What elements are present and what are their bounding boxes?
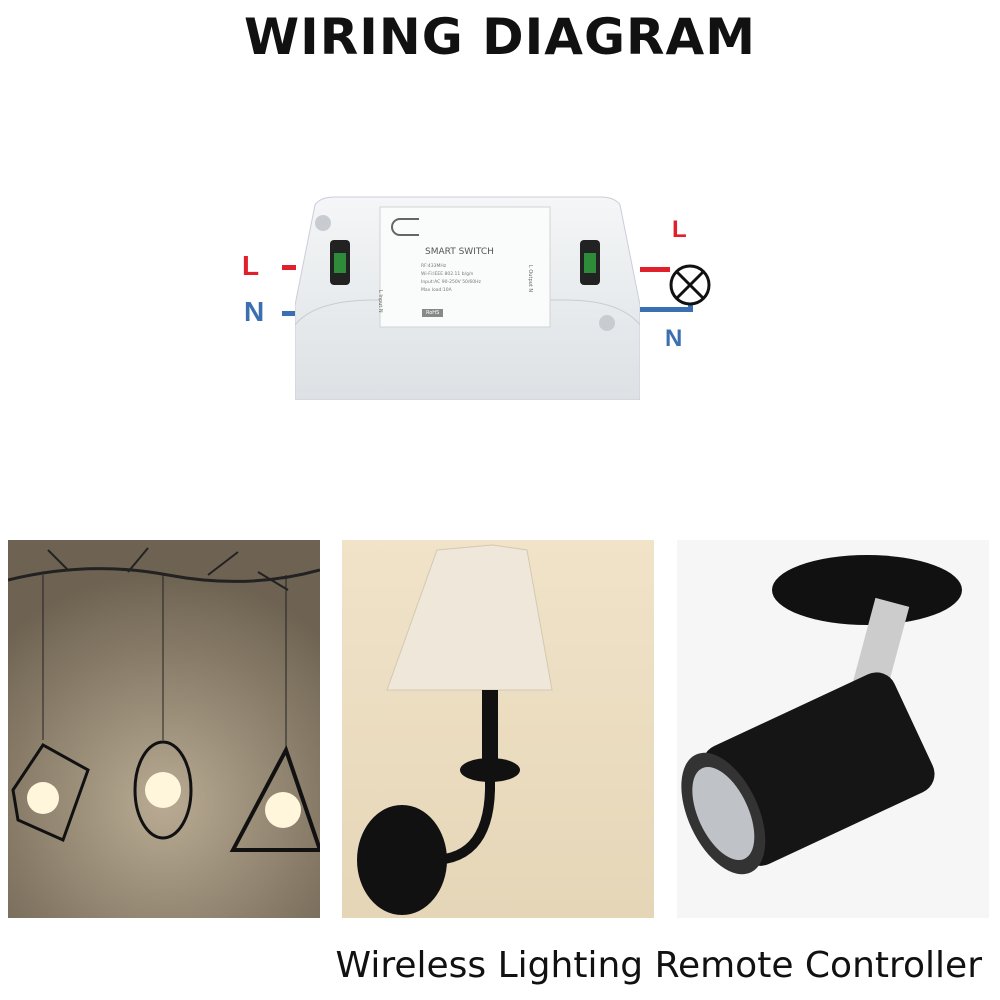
- rohs-mark: RoHS: [422, 309, 444, 317]
- input-live-wire: [282, 265, 296, 270]
- smart-switch-device: SMART SWITCH RF:433MHz Wi-Fi:IEEE 802.11…: [295, 195, 640, 400]
- output-terminal-label: L Output N: [527, 265, 533, 293]
- spec-line: Max load:10A: [421, 288, 452, 293]
- lamp-symbol-icon: [669, 264, 711, 306]
- output-neutral-label: N: [665, 325, 683, 352]
- output-live-label: L: [672, 216, 687, 243]
- wall-sconce-photo: [342, 540, 654, 918]
- spec-line: RF:433MHz: [421, 264, 447, 269]
- input-neutral-label: N: [244, 296, 265, 327]
- device-brand: SMART SWITCH: [425, 247, 494, 257]
- pendant-lights-photo: [8, 540, 320, 918]
- spotlight-photo: [677, 540, 989, 918]
- input-neutral-wire: [282, 311, 296, 316]
- output-live-wire: [640, 267, 670, 272]
- device-specs: RF:433MHz Wi-Fi:IEEE 802.11 b/g/n Input:…: [421, 263, 481, 295]
- product-caption: Wireless Lighting Remote Controller: [335, 945, 982, 986]
- input-live-label: L: [242, 250, 260, 281]
- page-title: WIRING DIAGRAM: [244, 8, 756, 66]
- output-neutral-wire: [640, 307, 692, 312]
- spec-line: Input:AC 90-250V 50/60Hz: [421, 280, 481, 285]
- spec-line: Wi-Fi:IEEE 802.11 b/g/n: [421, 272, 474, 277]
- input-terminal-label: L Input N: [377, 290, 383, 313]
